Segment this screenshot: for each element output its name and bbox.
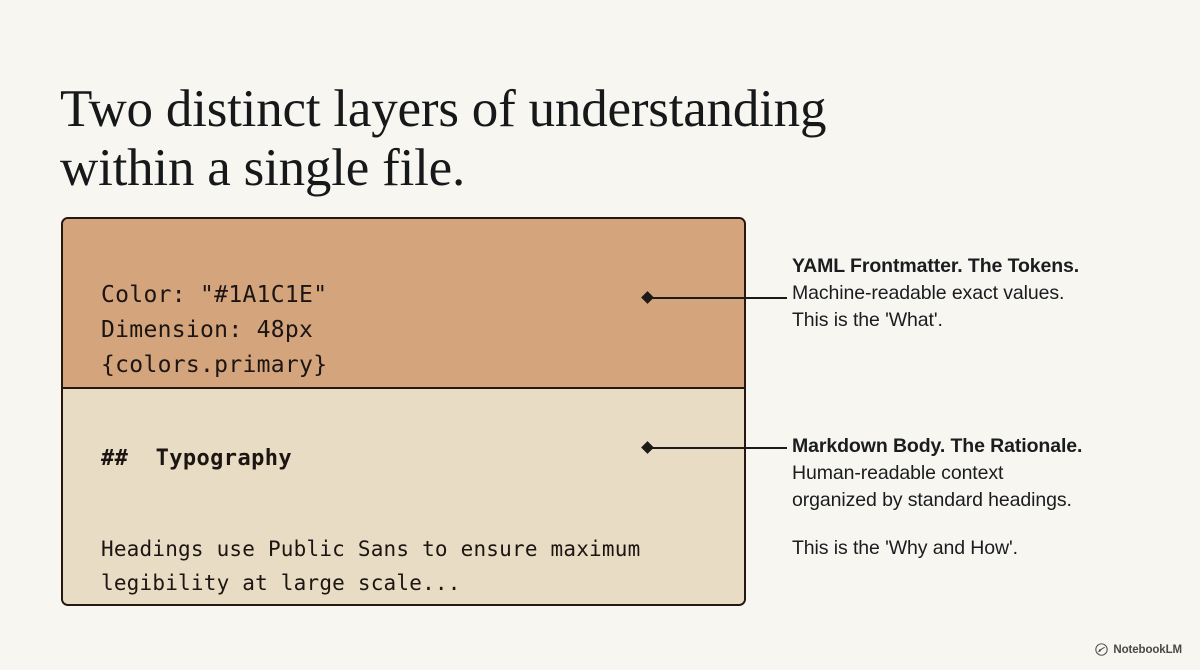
markdown-body-panel: ## Typography Headings use Public Sans t… <box>63 391 744 604</box>
annotation-markdown-lead: Markdown Body. The Rationale. <box>792 435 1083 457</box>
annotation-markdown-body: Human-readable context organized by stan… <box>792 462 1072 511</box>
notebooklm-logo-icon <box>1095 643 1109 656</box>
yaml-code-block: Color: "#1A1C1E" Dimension: 48px {colors… <box>101 282 328 378</box>
annotation-yaml: YAML Frontmatter. The Tokens. Machine-re… <box>792 253 1162 334</box>
markdown-body-text: Headings use Public Sans to ensure maxim… <box>101 537 641 595</box>
annotation-markdown-tail: This is the 'Why and How'. <box>792 537 1018 559</box>
annotation-yaml-lead: YAML Frontmatter. The Tokens. <box>792 255 1080 277</box>
markdown-heading: ## Typography <box>101 446 293 471</box>
annotation-yaml-body: Machine-readable exact values. This is t… <box>792 282 1065 331</box>
file-preview-card: Color: "#1A1C1E" Dimension: 48px {colors… <box>61 217 746 606</box>
notebooklm-wordmark: NotebookLM <box>1113 643 1182 656</box>
connector-line-markdown <box>648 447 787 449</box>
notebooklm-brand: NotebookLM <box>1095 643 1182 656</box>
annotation-markdown: Markdown Body. The Rationale. Human-read… <box>792 433 1162 562</box>
page-title: Two distinct layers of understanding wit… <box>60 79 827 197</box>
yaml-frontmatter-panel: Color: "#1A1C1E" Dimension: 48px {colors… <box>63 219 744 389</box>
connector-line-yaml <box>648 297 787 299</box>
